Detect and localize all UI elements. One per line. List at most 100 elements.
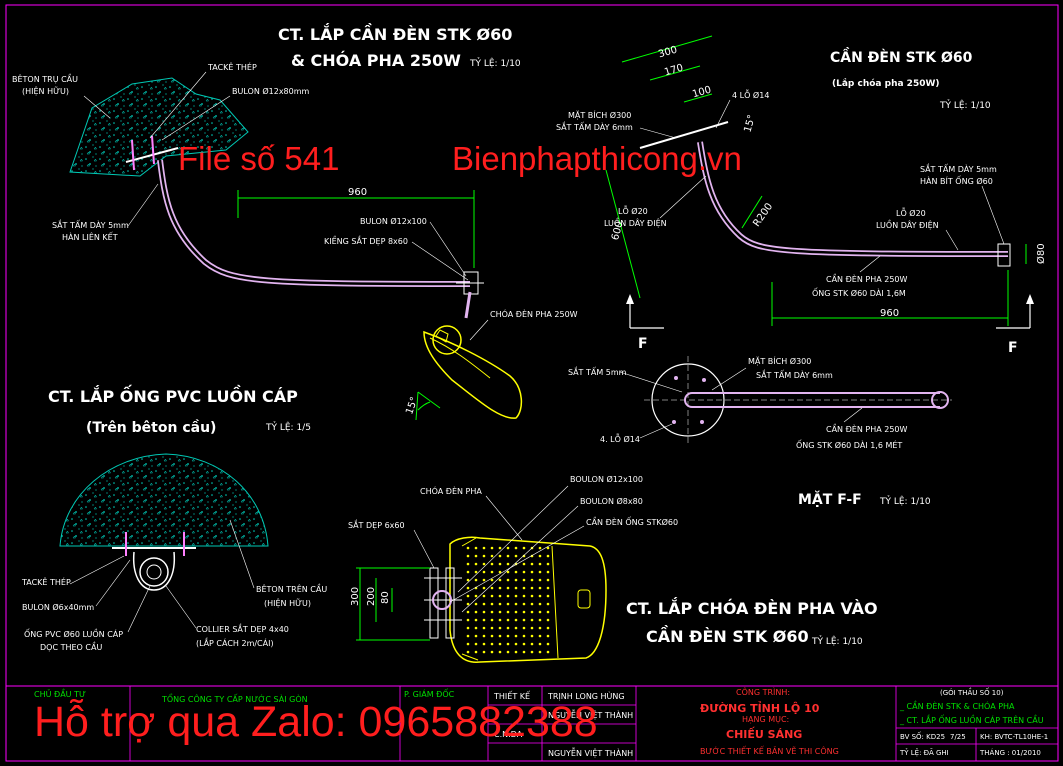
detail-section-ff: MẶT BÍCH Ø300 SẮT TẤM DÀY 6mm SẮT TẤM 5m… bbox=[568, 355, 952, 508]
tb-giam-doc: P. GIÁM ĐỐC bbox=[404, 687, 455, 699]
tb-goi-thau: (GÓI THẦU SỐ 10) bbox=[940, 687, 1004, 697]
lamp-scale: TỶ LỆ: 1/10 bbox=[811, 635, 863, 647]
pvc-scale: TỶ LỆ: 1/5 bbox=[265, 421, 311, 433]
tb-sheet-no: 7/25 bbox=[950, 733, 966, 741]
arm-pipe-section bbox=[432, 590, 452, 610]
leader-pvc-bulon bbox=[95, 559, 131, 607]
label-ff-can-1: CẦN ĐÈN PHA 250W bbox=[826, 422, 907, 434]
ff-flange bbox=[651, 363, 725, 437]
dim-arm-960: 960 bbox=[880, 308, 899, 319]
label-pvc-tacke: TACKÊ THÉP bbox=[21, 576, 71, 587]
ff-hole-4 bbox=[700, 420, 704, 424]
label-pvc-collier-1: COLLIER SẮT DẸP 4x40 bbox=[196, 622, 289, 635]
label-lamp-choa: CHÓA ĐÈN PHA bbox=[420, 485, 482, 496]
label-tacke: TACKÊ THÉP bbox=[207, 61, 257, 72]
leader-pvc-collier bbox=[165, 585, 197, 629]
leader-arm-sat5 bbox=[981, 185, 1005, 245]
ff-hole-1 bbox=[674, 376, 678, 380]
ff-scale: TỶ LỆ: 1/10 bbox=[879, 495, 931, 507]
leader-lamp-boulon-8 bbox=[461, 505, 579, 613]
leader-ff-can bbox=[843, 407, 863, 423]
label-ff-mat-bich-2: SẮT TẤM DÀY 6mm bbox=[756, 368, 833, 380]
leader-pvc-beton bbox=[229, 519, 255, 589]
watermark-site: Bienphapthicong.vn bbox=[452, 140, 742, 177]
leader-arm-mat-bich bbox=[639, 127, 677, 139]
lamp-knob bbox=[577, 589, 591, 609]
leader-arm-lo20b bbox=[945, 229, 959, 251]
watermark-zalo: Hỗ trợ qua Zalo: 0965882388 bbox=[34, 698, 598, 746]
leader-lamp-sat-dep bbox=[413, 529, 435, 569]
lamp-bracket bbox=[424, 567, 462, 639]
tb-designer-2: NGUYỄN VIỆT THÀNH bbox=[548, 708, 633, 721]
dim-arm-r200: R200 bbox=[751, 201, 775, 229]
label-bulon: BULON Ø12x80mm bbox=[232, 86, 310, 96]
ff-pipe-end bbox=[931, 391, 949, 409]
label-ff-can-2: ỐNG STK Ø60 DÀI 1,6 MÉT bbox=[796, 438, 902, 450]
leader-ff-mat-bich bbox=[711, 367, 747, 391]
dim-arm-600: 600 bbox=[610, 220, 626, 241]
detail-scale: TỶ LỆ: 1/10 bbox=[469, 57, 521, 69]
detail-lamp-to-arm: 300 200 80 CHÓA ĐÈN PHA BOULON Ø12x100 B… bbox=[348, 474, 878, 663]
tb-ban-ve-so: BV SỐ: KD25 bbox=[900, 731, 945, 741]
leader-lamp-boulon-12 bbox=[457, 485, 569, 593]
tb-sheet-title-2: _ CT. LẮP ỐNG LUỒN CÁP TRÊN CẦU bbox=[899, 713, 1044, 725]
section-label-left: F bbox=[638, 336, 648, 352]
label-arm-sat5-1: SẮT TẤM DÀY 5mm bbox=[920, 162, 997, 174]
label-pvc-beton-1: BÊTON TRÊN CẦU bbox=[256, 582, 327, 594]
dim-arm-100: 100 bbox=[691, 85, 712, 101]
tb-hang-muc: HẠNG MỤC: bbox=[742, 715, 789, 725]
pvc-collar bbox=[132, 551, 176, 591]
label-pvc-pipe-2: DỌC THEO CẦU bbox=[40, 640, 102, 652]
label-arm-lo20b-1: LỖ Ø20 bbox=[896, 206, 926, 218]
tb-designer: TRỊNH LONG HÙNG bbox=[547, 690, 625, 702]
tb-nguyen-viet-thanh: NGUYỄN VIỆT THÀNH bbox=[548, 746, 633, 759]
label-lamp-can: CẦN ĐÈN ỐNG STKØ60 bbox=[586, 515, 678, 527]
lamp-arm-pipe bbox=[697, 141, 1009, 257]
tb-ky-hieu: KH: BVTC-TL10HE-1 bbox=[980, 733, 1048, 741]
leader-kieng bbox=[411, 241, 469, 281]
lamp-dot-grid bbox=[466, 546, 552, 654]
label-pvc-beton-2: (HIỆN HỮU) bbox=[264, 597, 311, 609]
tb-project: ĐƯỜNG TỈNH LỘ 10 bbox=[700, 701, 820, 715]
tb-sheet-title-1: _ CẦN ĐÈN STK & CHÓA PHA bbox=[899, 699, 1015, 711]
leader-ff-4lo bbox=[639, 423, 673, 439]
label-bulon-12x100: BULON Ø12x100 bbox=[360, 216, 427, 226]
label-lamp-sat-dep: SẮT DẸP 6x60 bbox=[348, 518, 405, 531]
label-arm-mat-bich-1: MẶT BÍCH Ø300 bbox=[568, 109, 631, 121]
cantilever-pipe-core bbox=[158, 159, 471, 286]
label-arm-can-2: ỐNG STK Ø60 DÀI 1,6M bbox=[812, 286, 906, 298]
label-choa: CHÓA ĐÈN PHA 250W bbox=[490, 308, 578, 319]
label-kieng: KIỀNG SẮT DẸP 8x60 bbox=[324, 234, 408, 247]
detail-pvc-conduit: CT. LẮP ỐNG PVC LUỒN CÁP (Trên bêton cầu… bbox=[21, 384, 327, 652]
tb-item: CHIẾU SÁNG bbox=[726, 726, 802, 741]
arm-subtitle: (Lắp chóa pha 250W) bbox=[832, 78, 940, 89]
tb-chu-dau-tu: CHỦ ĐẦU TƯ bbox=[34, 687, 86, 699]
label-sat-tam-1: SẮT TẤM DÀY 5mm bbox=[52, 218, 129, 230]
lamp-arm-pipe-core bbox=[698, 141, 1009, 256]
dim-arm-170: 170 bbox=[663, 63, 684, 79]
arm-scale: TỶ LỆ: 1/10 bbox=[939, 99, 991, 111]
detail-cantilever-mount: CT. LẮP CẦN ĐÈN STK Ø60 & CHÓA PHA 250W … bbox=[12, 23, 578, 421]
leader-choa bbox=[469, 319, 489, 341]
dim-lamp-80: 80 bbox=[380, 591, 391, 604]
leader-sat-tam bbox=[127, 183, 159, 227]
section-label-right: F bbox=[1008, 340, 1018, 356]
mount-plate bbox=[125, 147, 179, 163]
dim-arm-80: Ø80 bbox=[1035, 243, 1047, 264]
dim-arm-angle: 15° bbox=[743, 114, 758, 134]
leader-arm-4lo bbox=[715, 99, 731, 129]
lamp-dimensions bbox=[356, 567, 430, 641]
title-block: CHỦ ĐẦU TƯ TỔNG CÔNG TY CẤP NƯỚC SÀI GÒN… bbox=[5, 685, 1059, 762]
label-arm-lo20b-2: LUỒN DÂY ĐIỆN bbox=[876, 218, 939, 231]
label-ff-sat-tam: SẮT TẤM 5mm bbox=[568, 365, 627, 377]
tilt-angle-label: 15° bbox=[404, 396, 420, 416]
leader-arm-can bbox=[859, 255, 881, 273]
lamp-housing bbox=[449, 536, 607, 663]
ff-pipe bbox=[684, 392, 940, 408]
pvc-pipe-outer bbox=[139, 557, 169, 587]
detail-title-line2: & CHÓA PHA 250W bbox=[291, 51, 461, 70]
arm-dimensions bbox=[605, 35, 1027, 326]
leader-beton bbox=[83, 95, 111, 119]
leader-bulon bbox=[161, 95, 231, 141]
dim-960-label: 960 bbox=[348, 187, 367, 198]
